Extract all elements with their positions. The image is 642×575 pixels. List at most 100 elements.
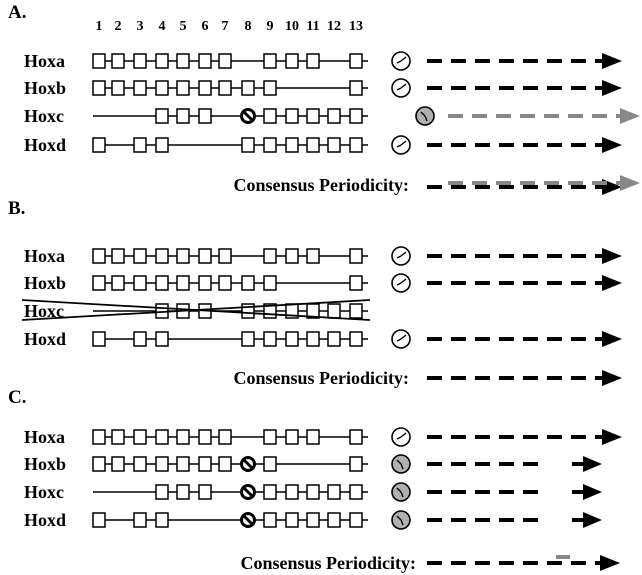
clock-icon: [391, 135, 411, 155]
gene-box-7: [218, 80, 232, 96]
cluster-row-hoxb: Hoxb: [24, 454, 602, 474]
clock-icon: [391, 329, 411, 349]
gene-box-10: [285, 512, 299, 528]
paralog-number: 9: [267, 19, 274, 34]
blocked-gene-icon: [240, 456, 256, 472]
gene-box-13: [349, 303, 363, 319]
altered-clock-icon: [415, 106, 435, 126]
paralog-number: 8: [245, 19, 252, 34]
periodicity-arrow: [427, 275, 622, 291]
gene-box-5: [176, 80, 190, 96]
periodicity-arrow: [427, 484, 602, 500]
gene-cluster-label: Hoxc: [24, 106, 64, 126]
consensus-label: Consensus Periodicity:: [241, 553, 417, 573]
gene-box-1: [92, 80, 106, 96]
gene-box-5: [176, 53, 190, 69]
gene-box-11: [306, 484, 320, 500]
gene-box-4: [155, 484, 169, 500]
gene-box-5: [176, 108, 190, 124]
gene-box-9: [263, 248, 277, 264]
gene-box-13: [349, 137, 363, 153]
gene-box-5: [176, 275, 190, 291]
gene-box-3: [133, 53, 147, 69]
gene-box-12: [327, 331, 341, 347]
periodicity-arrow: [427, 137, 622, 153]
gene-box-11: [306, 512, 320, 528]
gene-box-1: [92, 429, 106, 445]
gene-box-4: [155, 80, 169, 96]
periodicity-arrow: [427, 512, 602, 528]
clock-icon: [391, 51, 411, 71]
gene-box-9: [263, 512, 277, 528]
gene-cluster-label: Hoxc: [24, 482, 64, 502]
periodicity-arrow: [427, 456, 602, 472]
clock-icon: [391, 427, 411, 447]
gene-box-13: [349, 429, 363, 445]
clock-icon: [391, 273, 411, 293]
gene-box-10: [285, 248, 299, 264]
cluster-row-hoxa: Hoxa: [24, 246, 622, 266]
periodicity-arrow: [427, 53, 622, 69]
consensus-periodicity: Consensus Periodicity:: [234, 368, 622, 388]
gene-box-4: [155, 108, 169, 124]
gene-box-6: [198, 80, 212, 96]
gene-box-1: [92, 53, 106, 69]
gene-box-1: [92, 275, 106, 291]
gene-box-2: [111, 456, 125, 472]
gene-cluster-label: Hoxa: [24, 246, 65, 266]
periodicity-arrow: [427, 429, 622, 445]
gene-box-10: [285, 484, 299, 500]
gene-box-1: [92, 512, 106, 528]
paralog-number: 7: [222, 19, 229, 34]
gene-box-11: [306, 137, 320, 153]
periodicity-arrow: [427, 80, 622, 96]
gene-box-13: [349, 80, 363, 96]
gene-box-2: [111, 80, 125, 96]
gene-box-8: [241, 80, 255, 96]
gene-box-2: [111, 429, 125, 445]
periodicity-arrow: [427, 248, 622, 264]
gene-cluster-label: Hoxb: [24, 454, 66, 474]
gene-cluster-label: Hoxb: [24, 273, 66, 293]
gene-box-10: [285, 53, 299, 69]
consensus-arrowhead: [602, 370, 622, 386]
gene-box-3: [133, 331, 147, 347]
paralog-number: 11: [306, 19, 319, 34]
paralog-number: 2: [115, 19, 122, 34]
cluster-row-hoxa: Hoxa: [24, 427, 622, 447]
paralog-number: 1: [96, 19, 103, 34]
gene-box-6: [198, 484, 212, 500]
gene-box-5: [176, 456, 190, 472]
gene-box-9: [263, 429, 277, 445]
cluster-row-hoxc: Hoxc: [24, 482, 602, 502]
gene-cluster-label: Hoxd: [24, 510, 66, 530]
paralog-number: 6: [202, 19, 209, 34]
gene-box-3: [133, 137, 147, 153]
blocked-gene-icon: [240, 108, 256, 124]
gene-box-4: [155, 512, 169, 528]
gene-box-10: [285, 108, 299, 124]
gene-box-6: [198, 108, 212, 124]
gene-box-1: [92, 331, 106, 347]
gene-box-9: [263, 331, 277, 347]
gene-box-13: [349, 275, 363, 291]
gene-cluster-label: Hoxb: [24, 78, 66, 98]
cluster-row-hoxb: Hoxb: [24, 78, 622, 98]
gene-box-13: [349, 53, 363, 69]
gene-box-13: [349, 512, 363, 528]
gene-box-11: [306, 331, 320, 347]
gene-box-9: [263, 275, 277, 291]
gene-box-13: [349, 484, 363, 500]
gene-box-3: [133, 456, 147, 472]
gene-box-7: [218, 456, 232, 472]
gene-box-12: [327, 512, 341, 528]
panel-label: A.: [8, 2, 26, 23]
panel-label: B.: [8, 198, 25, 219]
gene-box-11: [306, 429, 320, 445]
gene-box-6: [198, 275, 212, 291]
gene-box-4: [155, 331, 169, 347]
gene-box-8: [241, 275, 255, 291]
gene-box-2: [111, 248, 125, 264]
gene-box-2: [111, 53, 125, 69]
